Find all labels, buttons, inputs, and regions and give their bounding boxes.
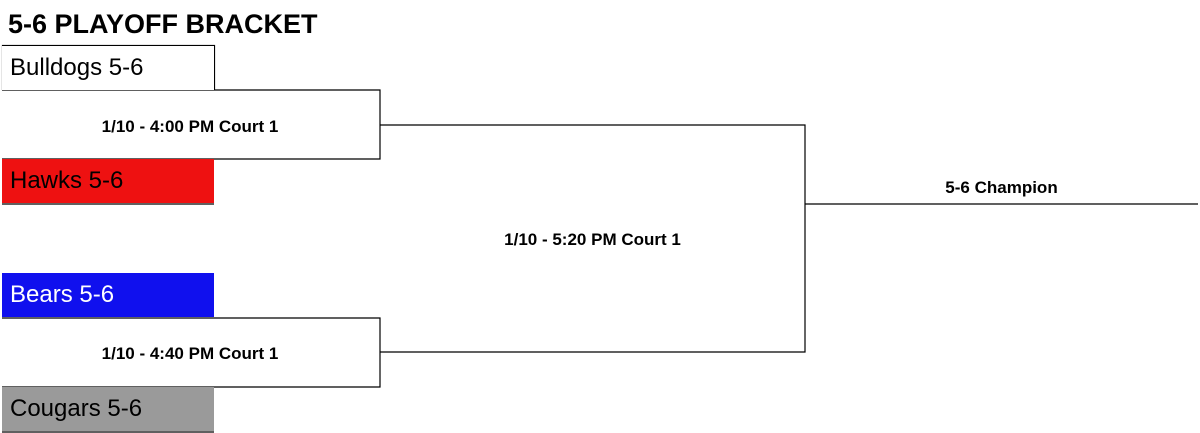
- game-final: 1/10 - 5:20 PM Court 1: [504, 230, 681, 249]
- bracket-title: 5-6 PLAYOFF BRACKET: [8, 9, 318, 39]
- final-connector: [380, 124, 806, 353]
- game-semifinal-2: 1/10 - 4:40 PM Court 1: [101, 344, 279, 363]
- game-semifinal-1: 1/10 - 4:00 PM Court 1: [101, 117, 279, 136]
- team-slot-bears: Bears 5-6: [2, 273, 214, 317]
- champion-label: 5-6 Champion: [945, 178, 1058, 197]
- team-slot-bulldogs: Bulldogs 5-6: [2, 46, 214, 90]
- team-slot-cougars: Cougars 5-6: [2, 387, 214, 431]
- team-slot-hawks: Hawks 5-6: [2, 159, 214, 203]
